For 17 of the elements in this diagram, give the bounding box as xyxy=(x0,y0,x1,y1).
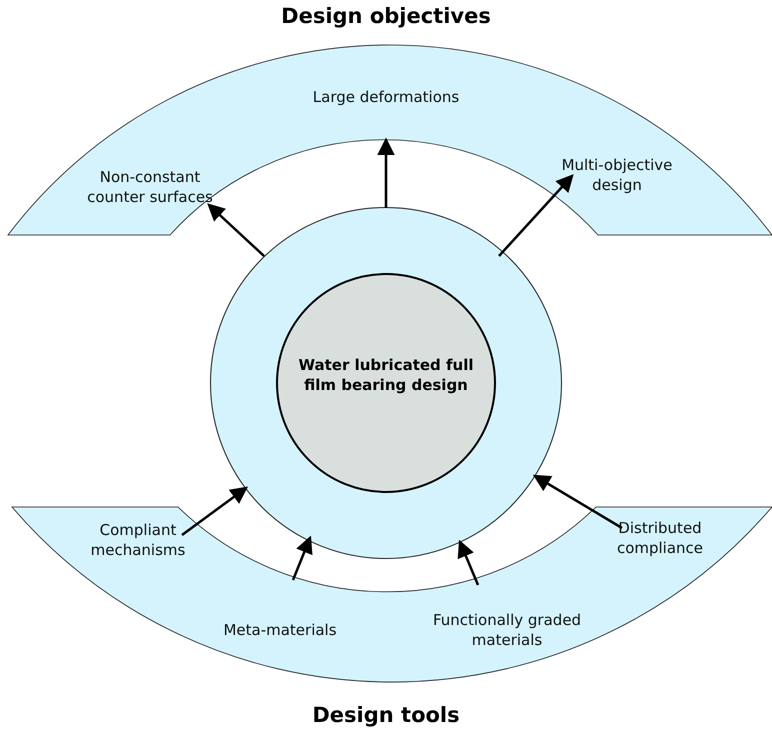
band-label: Non-constant counter surfaces xyxy=(75,166,225,208)
arrow xyxy=(207,203,265,257)
heading: Design tools xyxy=(311,703,461,727)
arrow xyxy=(458,540,480,586)
band-label: Distributed compliance xyxy=(595,518,725,558)
band-label: Compliant mechanisms xyxy=(73,520,203,560)
band-label: Meta-materials xyxy=(200,620,360,640)
center-label: Water lubricated full film bearing design xyxy=(298,354,474,396)
arrow xyxy=(292,536,312,580)
heading: Design objectives xyxy=(280,4,492,28)
arrow xyxy=(532,474,623,530)
arrow xyxy=(377,138,395,208)
band-label: Large deformations xyxy=(286,86,486,108)
band-label: Multi-objective design xyxy=(552,154,682,196)
arrow xyxy=(181,486,248,536)
band-label: Functionally graded materials xyxy=(407,610,607,650)
arrow xyxy=(498,174,574,257)
